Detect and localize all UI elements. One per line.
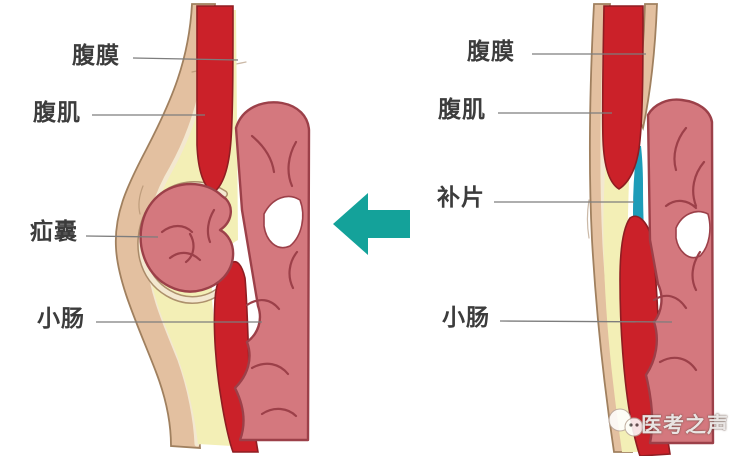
leader-hernia-sac [85,235,159,238]
leader-intestine-right [499,320,673,323]
skin-wrinkle-line [138,185,144,215]
leader-peritoneum-left [132,57,239,61]
intestine-gap-notch-right [675,210,711,259]
label-peritoneum-left: 腹膜 [72,43,120,69]
leader-lines [85,53,673,323]
skin-wrinkle-line-right [586,199,590,239]
loop-fold-lines [160,208,216,264]
label-muscle-left: 腹肌 [33,100,81,126]
repair-direction-arrow [333,193,410,255]
left-illustration-hernia [114,3,311,453]
intestine-mass-shape [233,101,311,442]
intestine-fold-lines [245,134,299,418]
label-peritoneum-right: 腹膜 [467,39,515,65]
intestine-mass-shape-right [644,98,715,445]
label-intestine-right: 小肠 [442,305,490,331]
upper-abdominal-muscle-shape-right [601,5,644,190]
label-mesh-patch: 补片 [437,185,485,211]
right-illustration-repaired [586,3,715,456]
intestine-fold-lines-right [652,126,706,372]
label-intestine-left: 小肠 [37,306,85,332]
upper-abdominal-muscle-shape [196,5,234,194]
intestine-gap-notch [263,195,304,249]
watermark-logo-icon [608,408,644,437]
label-hernia-sac: 疝囊 [30,219,78,245]
label-muscle-right: 腹肌 [438,97,486,123]
watermark-text: 医考之声 [641,413,729,437]
left-arrow-icon [333,193,410,255]
herniated-bowel-loop-shape [139,182,235,293]
